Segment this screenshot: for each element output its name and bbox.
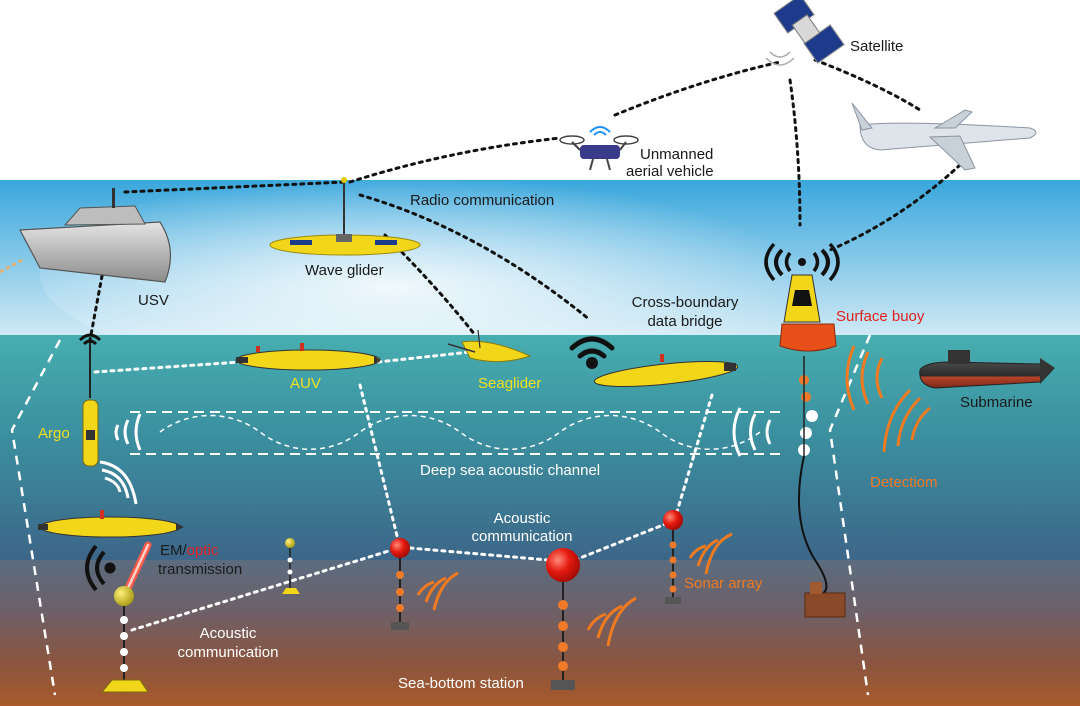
uav-label-line1: Unmanned: [640, 146, 714, 163]
argo-acoustic-arcs: [99, 407, 772, 505]
bridge-auv-icon: [593, 354, 739, 387]
acoustic-low-label-line1: Acoustic: [199, 625, 257, 642]
buoy-signal-arcs: [764, 242, 840, 282]
satellite-label: Satellite: [850, 38, 904, 55]
mooring-station-link: [408, 546, 550, 562]
em-prefix: EM/: [160, 542, 187, 559]
wifi-icon: [569, 336, 615, 369]
aircraft-icon: [851, 102, 1037, 171]
auv-label: AUV: [290, 375, 321, 392]
auv-mooring-link: [358, 383, 400, 542]
satellite-icon: [765, 0, 845, 66]
em-label-line2: transmission: [158, 561, 243, 578]
usv-argo-radio: [88, 258, 107, 342]
usv-icon: [0, 188, 172, 283]
wave-glider-label: Wave glider: [305, 262, 384, 279]
radio-communication-label: Radio communication: [410, 192, 555, 209]
seaglider-icon: [447, 329, 532, 362]
auv-seaglider-link: [376, 350, 472, 364]
water-column: [0, 335, 1080, 560]
argo-icon: [78, 333, 102, 467]
sea-bottom-station: [546, 548, 580, 690]
uav-icon: [559, 126, 639, 171]
sonar-array-label: Sonar array: [684, 575, 763, 592]
usv-label: USV: [138, 292, 169, 309]
satellite-aircraft-radio: [813, 58, 922, 112]
uav-label-line2: aerial vehicle: [626, 163, 714, 180]
optic-beam-core: [126, 543, 150, 590]
left-boundary-line: [10, 339, 62, 696]
aircraft-buoy-radio: [828, 163, 962, 252]
bottom-left-mooring: [100, 586, 149, 693]
bottom-mooring-link: [130, 548, 394, 632]
argo-auv-link: [93, 360, 242, 374]
channel-label: Deep sea acoustic channel: [420, 462, 601, 479]
em-signal-icon: [85, 544, 116, 592]
mid-mooring: [390, 538, 410, 630]
submarine-icon: [919, 350, 1055, 389]
acoustic-mid-label-line2: communication: [471, 528, 573, 545]
detection-arcs: [845, 345, 931, 453]
right-boundary-line: [828, 334, 872, 696]
bridge-sonar-link: [674, 393, 714, 517]
glider-uav-radio: [348, 136, 562, 184]
bridge-label-line1: Cross-boundary: [631, 294, 739, 311]
auv-icon: [235, 343, 381, 371]
acoustic-mid-label-line1: Acoustic: [493, 510, 551, 527]
em-label-line1: EM/optic: [160, 542, 218, 559]
argo-label: Argo: [38, 425, 70, 442]
em-optic-word: optic: [186, 542, 219, 559]
sea-bottom-station-label: Sea-bottom station: [398, 675, 524, 692]
lower-auv-icon: [38, 510, 184, 538]
uav-satellite-radio: [613, 60, 782, 117]
sonar-array: [663, 510, 683, 604]
surface-buoy-icon: [774, 248, 837, 352]
station-sonar-link: [573, 521, 670, 562]
seabed-layer: [0, 560, 1080, 706]
small-mooring: [282, 538, 300, 594]
usv-glider-radio: [123, 180, 347, 194]
buoy-mooring: [797, 356, 846, 618]
submarine-label: Submarine: [960, 394, 1033, 411]
sonar-arcs: [416, 532, 733, 647]
seaglider-label: Seaglider: [478, 375, 542, 392]
wave-glider-icon: [269, 177, 421, 256]
bridge-label-line2: data bridge: [647, 313, 723, 330]
acoustic-links: [93, 350, 714, 632]
satellite-buoy-radio: [788, 78, 802, 227]
glider-bridge-radio: [358, 193, 592, 322]
sky-background: [0, 0, 1080, 180]
detection-label: Detectiom: [870, 474, 938, 491]
surface-buoy-label: Surface buoy: [836, 308, 925, 325]
surface-glow: [40, 165, 880, 385]
acoustic-low-label-line2: communication: [177, 644, 279, 661]
